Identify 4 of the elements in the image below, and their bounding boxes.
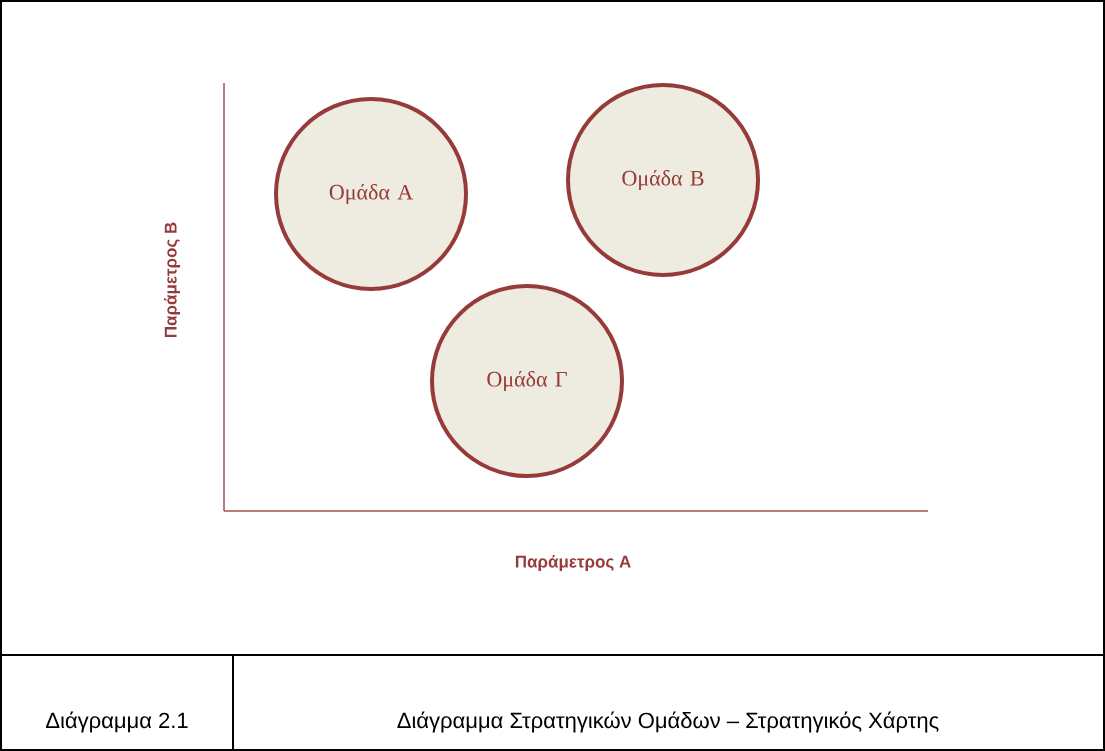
table-cell-text: Διάγραμμα Στρατηγικών Ομάδων – Στρατηγικός Χάρτης — [397, 711, 939, 733]
table-cell-text: Διάγραμμα 2.1 — [46, 711, 188, 733]
axis-label: Παράμετρος Α — [515, 554, 631, 571]
axis-label: Παράμετρος Β — [164, 222, 181, 338]
